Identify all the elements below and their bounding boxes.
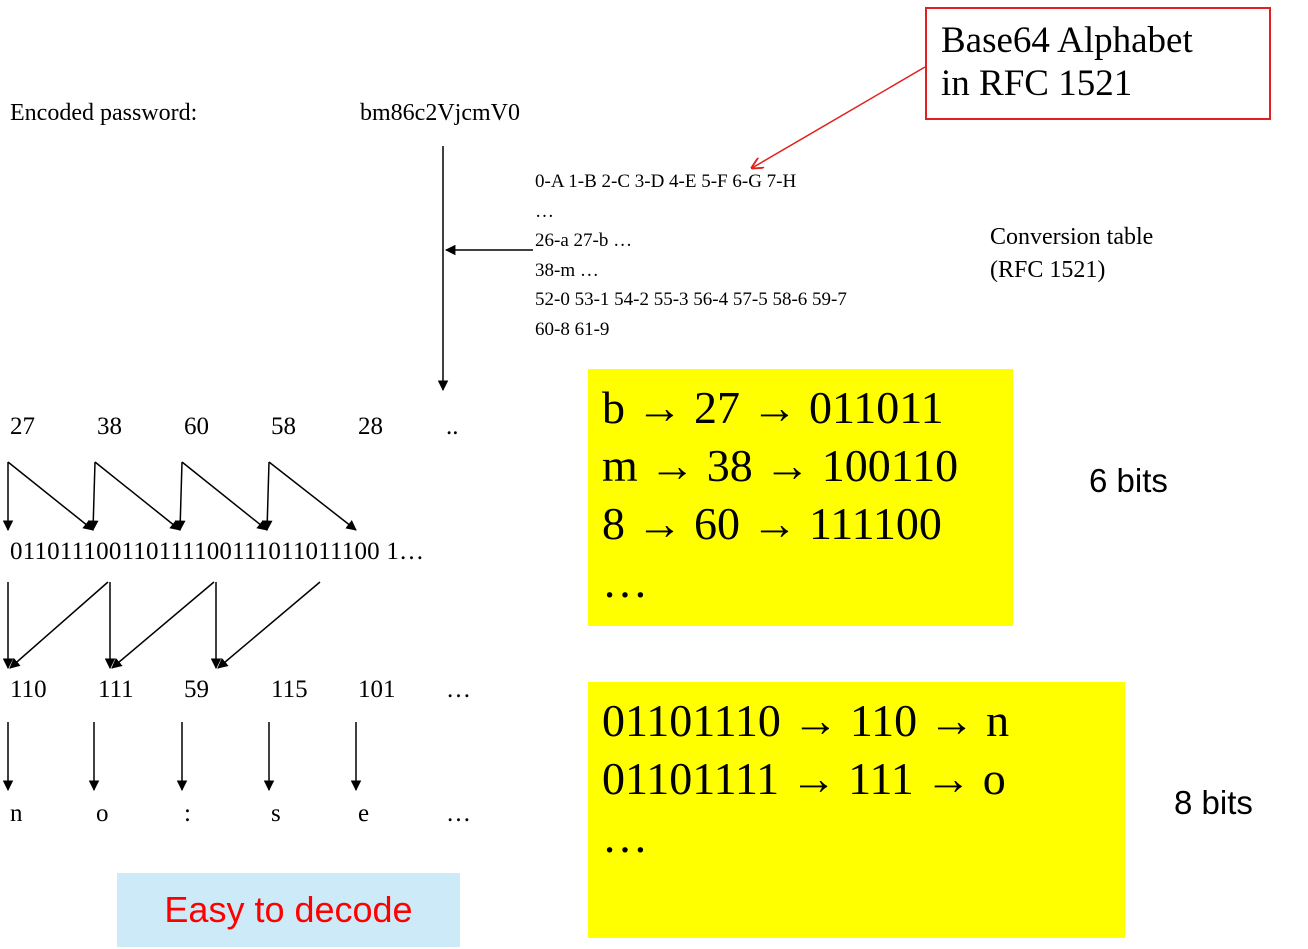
conversion-table-caption: Conversion table (RFC 1521)	[990, 221, 1153, 287]
mapping-line: 01101110 → 110 → n	[602, 695, 1010, 746]
sixbit-value: 27	[10, 413, 35, 440]
sixbit-value: 28	[358, 413, 383, 440]
eightbit-value: 115	[271, 676, 308, 703]
mapping-line: 8 → 60 → 111100	[602, 498, 942, 549]
easy-to-decode-badge: Easy to decode	[117, 873, 460, 947]
decoded-char: s	[271, 800, 281, 827]
table-line: 26-a 27-b …	[535, 230, 633, 251]
base64-alphabet-callout: Base64 Alphabet in RFC 1521	[925, 7, 1271, 120]
eightbit-value: 111	[98, 676, 134, 703]
mapping-line: …	[602, 556, 648, 607]
mapping-line: m → 38 → 100110	[602, 440, 959, 491]
table-line: 0-A 1-B 2-C 3-D 4-E 5-F 6-G 7-H	[535, 171, 797, 192]
table-line: 52-0 53-1 54-2 55-3 56-4 57-5 58-6 59-7	[535, 289, 847, 310]
eightbit-value: 101	[358, 676, 396, 703]
eight-bits-label: 8 bits	[1174, 784, 1253, 821]
table-line: 60-8 61-9	[535, 318, 610, 340]
decoded-char: e	[358, 800, 370, 827]
sixbit-mapping-box: b → 27 → 011011 m → 38 → 100110 8 → 60 →…	[588, 369, 1013, 626]
conversion-table: 0-A 1-B 2-C 3-D 4-E 5-F 6-G 7-H … 26-a 2…	[535, 167, 847, 344]
sixbit-zigzag	[2, 461, 357, 532]
table-line: …	[535, 200, 554, 222]
callout-arrow	[752, 66, 926, 168]
decoded-char: n	[10, 800, 23, 827]
decode-arrows	[2, 722, 362, 792]
eightbit-mapping-box: 01101110 → 110 → n 01101111 → 111 → o …	[588, 682, 1125, 938]
six-bits-label: 6 bits	[1089, 462, 1168, 499]
callout-line-2: in RFC 1521	[941, 63, 1133, 104]
sixbit-value: 58	[271, 413, 296, 440]
decoded-char: o	[96, 800, 109, 827]
bit-stream: 011011100110111100111011011100 1…	[10, 538, 425, 565]
caption-line-2: (RFC 1521)	[990, 257, 1106, 283]
encoded-password-value: bm86c2VjcmV0	[360, 100, 520, 126]
table-line: 38-m …	[535, 259, 599, 281]
easy-to-decode-text: Easy to decode	[164, 889, 413, 930]
decoded-char: …	[446, 800, 471, 827]
mapping-line: 01101111 → 111 → o	[602, 753, 1006, 804]
eightbit-zigzag	[2, 581, 321, 670]
caption-line-1: Conversion table	[990, 224, 1154, 250]
decoded-char: :	[184, 800, 191, 827]
eightbit-value: 59	[184, 676, 209, 703]
callout-line-1: Base64 Alphabet	[941, 20, 1193, 61]
sixbit-value: 60	[184, 413, 209, 440]
eightbit-value: 110	[10, 676, 47, 703]
mapping-line: b → 27 → 011011	[602, 382, 944, 433]
encoded-password-label: Encoded password:	[10, 100, 198, 126]
sixbit-value: ..	[446, 413, 459, 440]
eightbit-value: …	[446, 676, 471, 703]
sixbit-value: 38	[97, 413, 122, 440]
mapping-line: …	[602, 811, 648, 862]
